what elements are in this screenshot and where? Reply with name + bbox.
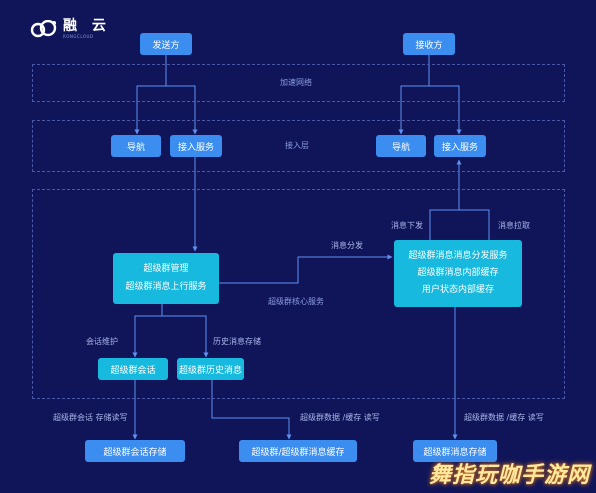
zone-core xyxy=(32,189,565,399)
node-message-cache-store[interactable]: 超级群/超级群消息缓存 xyxy=(239,440,357,462)
label-message-down: 消息下发 xyxy=(391,221,423,230)
zone-network xyxy=(32,64,565,102)
zone-access-label: 接入层 xyxy=(285,141,309,150)
brand-name: 融 云 xyxy=(63,18,111,34)
node-group-session[interactable]: 超级群会话 xyxy=(98,358,168,380)
node-group-manage[interactable]: 超级群管理 超级群消息上行服务 xyxy=(113,253,219,304)
node-nav-left[interactable]: 导航 xyxy=(111,135,161,157)
node-receiver[interactable]: 接收方 xyxy=(403,33,455,55)
edge-receiver-to-nav xyxy=(398,55,430,135)
edge-history-to-cache xyxy=(211,380,292,440)
node-access-left[interactable]: 接入服务 xyxy=(170,135,222,157)
label-session-maintain: 会话维护 xyxy=(86,337,118,346)
label-data-cache-rw-1: 超级群数据 /缓存 读写 xyxy=(300,413,380,422)
node-group-dispatch-line-1: 超级群消息消息分发服务 xyxy=(408,250,508,261)
edge-manage-branch xyxy=(132,304,163,358)
node-group-dispatch-line-3: 用户状态内部缓存 xyxy=(421,285,494,296)
watermark: 舞指玩咖手游网 xyxy=(428,463,590,488)
node-group-dispatch[interactable]: 超级群消息消息分发服务 超级群消息内部缓存 用户状态内部缓存 xyxy=(394,240,522,307)
edge-manage-to-dispatch xyxy=(219,254,393,284)
rongcloud-logo-icon xyxy=(30,20,57,38)
zone-core-label: 超级群核心服务 xyxy=(268,297,324,306)
node-group-manage-line-2: 超级群消息上行服务 xyxy=(125,281,207,292)
node-group-history[interactable]: 超级群历史消息 xyxy=(177,358,244,380)
label-data-cache-rw-2: 超级群数据 /缓存 读写 xyxy=(464,413,544,422)
node-group-dispatch-line-2: 超级群消息内部缓存 xyxy=(417,267,499,278)
label-message-pull: 消息拉取 xyxy=(498,221,530,230)
node-group-manage-line-1: 超级群管理 xyxy=(143,264,189,275)
label-dispatch: 消息分发 xyxy=(331,241,363,250)
zone-network-label: 加速网络 xyxy=(280,78,312,87)
zone-access-layer xyxy=(32,120,565,172)
edge-down-branch xyxy=(429,209,490,240)
edge-sender-to-access xyxy=(166,85,198,135)
edge-sender-to-nav xyxy=(134,55,167,135)
node-group-message-store[interactable]: 超级群消息存储 xyxy=(413,440,497,462)
node-access-right[interactable]: 接入服务 xyxy=(434,135,486,157)
node-session-store[interactable]: 超级群会话存储 xyxy=(85,440,185,462)
node-nav-right[interactable]: 导航 xyxy=(376,135,426,157)
label-history-store: 历史消息存储 xyxy=(213,337,261,346)
label-session-rw: 超级群会话 存储读写 xyxy=(53,413,128,422)
edge-manage-to-history xyxy=(162,315,209,358)
brand-subtitle: RONGCLOUD xyxy=(63,34,94,39)
brand-logo: 融 云 RONGCLOUD xyxy=(30,19,111,39)
edge-receiver-to-access xyxy=(429,85,462,135)
node-sender[interactable]: 发送方 xyxy=(140,33,192,55)
